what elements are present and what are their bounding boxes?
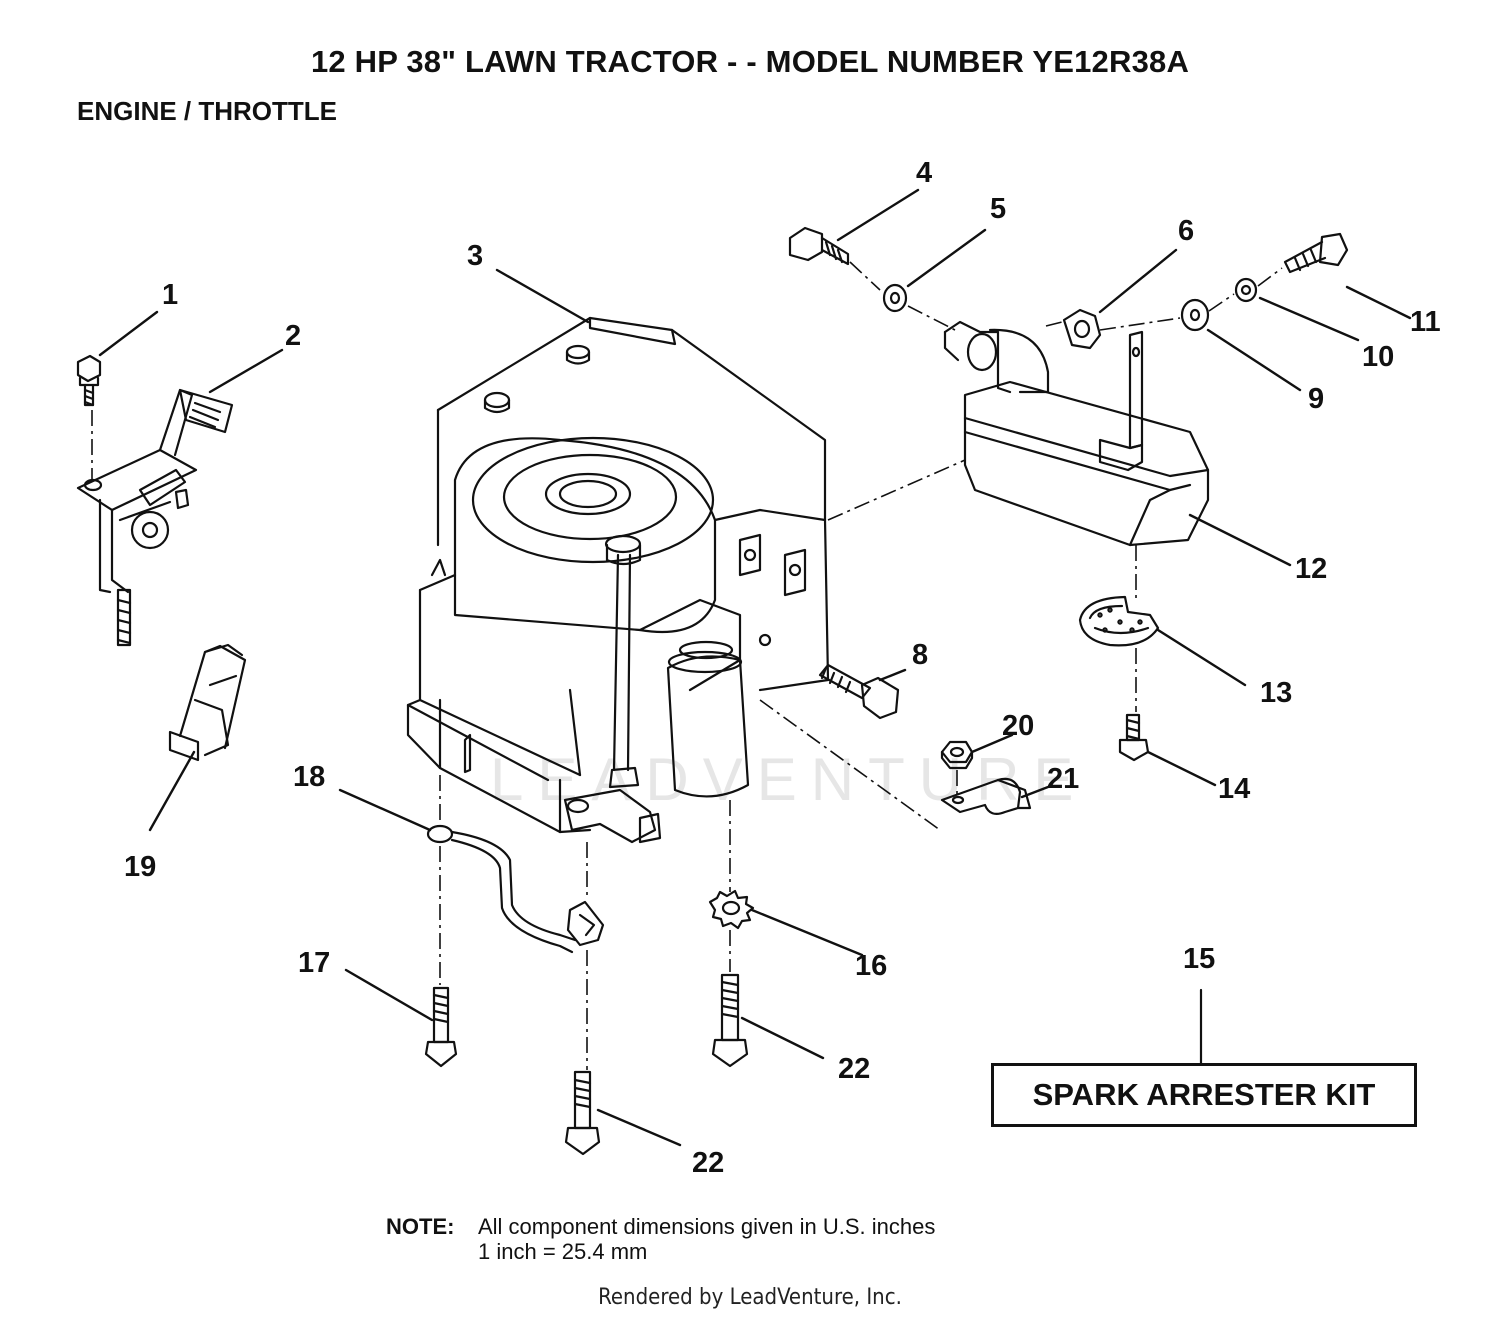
callout-16: 16 [855, 950, 887, 982]
spark-arrester-kit-box: SPARK ARRESTER KIT [991, 1063, 1417, 1127]
callout-19: 19 [124, 851, 156, 883]
callout-22a: 22 [838, 1053, 870, 1085]
page-title: 12 HP 38" LAWN TRACTOR - - MODEL NUMBER … [310, 44, 1190, 79]
callout-3: 3 [467, 240, 483, 272]
callout-5: 5 [990, 193, 1006, 225]
callout-15: 15 [1183, 943, 1215, 975]
dimension-note: NOTE: All component dimensions given in U… [386, 1214, 935, 1264]
part-8-bolt [818, 663, 900, 720]
part-17-bolt [424, 986, 458, 1068]
spark-arrester-kit-label: SPARK ARRESTER KIT [1032, 1077, 1376, 1112]
muffler-exhaust-pipe [943, 320, 1050, 394]
part-22-bolt-a [711, 973, 749, 1068]
watermark-text: LEADVENTURE [490, 746, 1087, 813]
part-1-bolt [76, 354, 102, 407]
note-line-1: All component dimensions given in U.S. i… [478, 1214, 936, 1239]
part-14-screw [1118, 713, 1150, 762]
callout-14: 14 [1218, 773, 1250, 805]
callout-1: 1 [162, 279, 178, 311]
part-5-lock-washer [882, 283, 908, 313]
note-line-2: 1 inch = 25.4 mm [478, 1239, 648, 1264]
section-subtitle: ENGINE / THROTTLE [77, 96, 337, 126]
callout-10: 10 [1362, 341, 1394, 373]
callout-labels: 1 2 3 4 5 6 8 9 10 11 12 13 14 15 16 17 … [124, 157, 1441, 1179]
callout-11: 11 [1410, 306, 1441, 338]
callout-6: 6 [1178, 215, 1194, 247]
part-19-cable-clip [168, 643, 247, 762]
note-label: NOTE: [386, 1214, 455, 1239]
part-13-screen [1078, 595, 1160, 647]
callout-17: 17 [298, 947, 330, 979]
callout-21: 21 [1047, 763, 1079, 795]
part-16-star-washer [708, 889, 755, 930]
callout-9: 9 [1308, 383, 1324, 415]
part-18-ground-wire [426, 824, 605, 954]
leader-lines [98, 188, 1412, 1147]
part-2-throttle-control [76, 388, 234, 647]
callout-8: 8 [912, 639, 928, 671]
part-6-gasket [1062, 308, 1102, 350]
callout-22b: 22 [692, 1147, 724, 1179]
part-9-flat-washer [1180, 298, 1210, 332]
part-10-lock-washer [1234, 277, 1258, 303]
assembly-lines [91, 261, 1283, 1070]
part-3-engine [406, 316, 830, 844]
part-11-bolt [1283, 232, 1349, 274]
callout-18: 18 [293, 761, 325, 793]
part-21-clamp [940, 777, 1032, 815]
callout-2: 2 [285, 320, 301, 352]
part-4-muffler-bolt [788, 226, 850, 266]
callout-20: 20 [1002, 710, 1034, 742]
rendered-by-footer: Rendered by LeadVenture, Inc. [598, 1285, 902, 1310]
part-12-muffler [963, 330, 1210, 547]
part-22-bolt-b [564, 1070, 601, 1156]
callout-4: 4 [916, 157, 932, 189]
callout-13: 13 [1260, 677, 1292, 709]
callout-12: 12 [1295, 553, 1327, 585]
